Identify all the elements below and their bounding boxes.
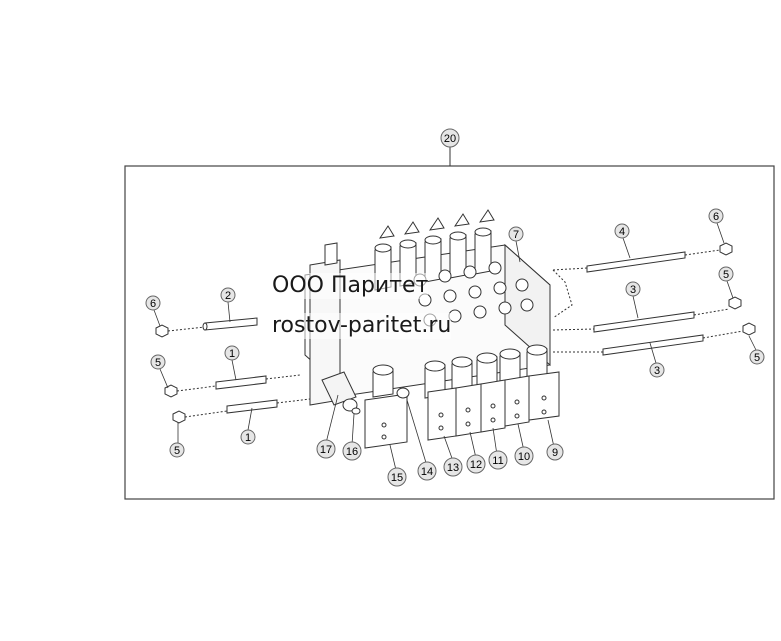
callout-1a: 1: [224, 345, 240, 361]
callout-2: 2: [220, 287, 236, 303]
svg-text:13: 13: [447, 462, 459, 474]
callout-6a: 6: [145, 295, 161, 311]
callout-3a: 3: [625, 281, 641, 297]
lower-blocks: [364, 371, 560, 449]
callout-5d: 5: [749, 349, 765, 365]
callout-5b: 5: [169, 442, 185, 458]
callout-15: 15: [387, 467, 407, 487]
svg-text:10: 10: [518, 451, 530, 463]
svg-text:1: 1: [245, 432, 251, 444]
callout-13: 13: [443, 457, 463, 477]
svg-text:16: 16: [346, 446, 358, 458]
svg-text:5: 5: [723, 269, 729, 281]
right-fasteners: [552, 242, 756, 356]
svg-text:6: 6: [713, 211, 719, 223]
callout-5a: 5: [150, 354, 166, 370]
callout-3b: 3: [649, 362, 665, 378]
svg-text:14: 14: [421, 466, 433, 478]
svg-text:1: 1: [229, 348, 235, 360]
svg-text:17: 17: [320, 444, 332, 456]
callouts: 20 2 1 1 6 5 5 4 3 3 6 5 5 7 9 10 11 12 …: [145, 128, 765, 487]
watermark-site: rostov-paritet.ru: [272, 313, 452, 339]
callout-11: 11: [488, 450, 508, 470]
svg-text:6: 6: [150, 298, 156, 310]
watermark-company: ООО Паритет: [272, 273, 429, 299]
svg-text:20: 20: [444, 133, 456, 145]
callout-9: 9: [546, 443, 564, 461]
callout-10: 10: [514, 446, 534, 466]
svg-text:15: 15: [391, 472, 403, 484]
leader-lines: [153, 222, 757, 471]
svg-text:4: 4: [619, 226, 625, 238]
svg-text:5: 5: [174, 445, 180, 457]
callout-14: 14: [417, 461, 437, 481]
svg-text:7: 7: [513, 229, 519, 241]
svg-text:3: 3: [630, 284, 636, 296]
callout-17: 17: [316, 439, 336, 459]
callout-20: 20: [440, 128, 460, 148]
callout-1b: 1: [240, 429, 256, 445]
callout-12: 12: [466, 454, 486, 474]
svg-text:12: 12: [470, 459, 482, 471]
callout-5c: 5: [718, 266, 734, 282]
svg-text:5: 5: [754, 352, 760, 364]
callout-7: 7: [508, 226, 524, 242]
svg-text:3: 3: [654, 365, 660, 377]
svg-text:11: 11: [492, 455, 503, 467]
solenoid-cylinders: [372, 344, 548, 399]
callout-6b: 6: [708, 208, 724, 224]
left-fasteners: [155, 317, 311, 424]
callout-4: 4: [614, 223, 630, 239]
callout-16: 16: [342, 441, 362, 461]
svg-text:5: 5: [155, 357, 161, 369]
svg-text:9: 9: [552, 447, 558, 459]
svg-text:2: 2: [225, 290, 231, 302]
